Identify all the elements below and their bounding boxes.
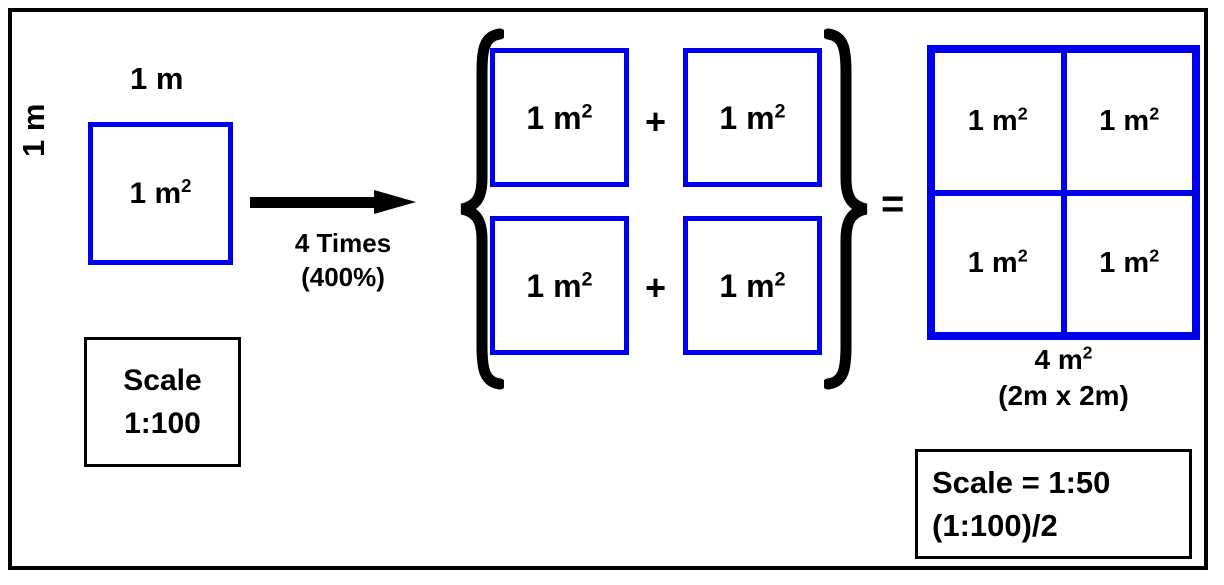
group-square-bottom-right: 1 m2 bbox=[683, 216, 822, 355]
result-cell-bottom-left-label: 1 m2 bbox=[967, 245, 1028, 280]
scale-box-result: Scale = 1:50 (1:100)/2 bbox=[915, 449, 1192, 559]
source-square-value: 1 m bbox=[129, 176, 182, 210]
result-cell-bottom-right-exponent: 2 bbox=[1149, 245, 1160, 266]
result-cell-bottom-left: 1 m2 bbox=[935, 192, 1064, 332]
scale-result-line2: (1:100)/2 bbox=[932, 508, 1058, 543]
diagram-frame: 1 m 1 m 1 m2 4 Times (400%) Scale 1:100 bbox=[8, 8, 1208, 570]
result-cell-top-right: 1 m2 bbox=[1063, 53, 1192, 193]
scale-original-line2: 1:100 bbox=[124, 407, 201, 440]
group-square-top-left: 1 m2 bbox=[490, 48, 629, 187]
group-square-bottom-left-label: 1 m2 bbox=[526, 267, 593, 304]
result-area-value: 4 m bbox=[1034, 344, 1083, 375]
result-cell-top-right-label: 1 m2 bbox=[1099, 104, 1159, 137]
result-cell-top-left-value: 1 m bbox=[967, 104, 1018, 137]
result-cell-bottom-left-value: 1 m bbox=[967, 247, 1018, 280]
source-square: 1 m2 bbox=[88, 122, 233, 265]
group-square-top-left-exponent: 2 bbox=[581, 99, 593, 122]
result-caption: 4 m2 (2m x 2m) bbox=[927, 342, 1200, 415]
group-square-top-left-value: 1 m bbox=[526, 99, 582, 136]
result-grid: 1 m2 1 m2 1 m2 1 m2 bbox=[927, 45, 1200, 340]
result-cell-bottom-right-label: 1 m2 bbox=[1099, 245, 1160, 280]
source-square-label: 1 m2 bbox=[129, 176, 191, 210]
left-curly-brace-icon bbox=[460, 28, 504, 390]
result-cell-bottom-right-value: 1 m bbox=[1099, 247, 1150, 280]
transform-caption: 4 Times (400%) bbox=[258, 227, 428, 295]
group-square-bottom-left: 1 m2 bbox=[490, 216, 629, 355]
result-cell-top-right-value: 1 m bbox=[1099, 104, 1150, 137]
result-area-exponent: 2 bbox=[1082, 342, 1093, 363]
result-cell-bottom-right: 1 m2 bbox=[1063, 192, 1192, 332]
group-square-top-right-value: 1 m bbox=[719, 99, 775, 136]
result-cell-top-right-exponent: 2 bbox=[1149, 103, 1160, 124]
plus-sign-top: + bbox=[645, 101, 667, 142]
source-side-dimension-label: 1 m bbox=[16, 103, 51, 157]
result-cell-top-left: 1 m2 bbox=[935, 53, 1064, 193]
group-square-top-right-label: 1 m2 bbox=[719, 99, 786, 136]
source-top-dimension-label: 1 m bbox=[130, 61, 184, 96]
plus-sign-bottom: + bbox=[645, 267, 667, 308]
group-square-bottom-right-value: 1 m bbox=[719, 267, 775, 304]
group-square-top-right: 1 m2 bbox=[683, 48, 822, 187]
scale-result-line1: Scale = 1:50 bbox=[932, 464, 1111, 500]
result-cell-top-left-exponent: 2 bbox=[1017, 103, 1028, 124]
group-square-top-right-exponent: 2 bbox=[774, 99, 786, 122]
transform-caption-line1: 4 Times bbox=[294, 228, 392, 258]
group-square-bottom-left-value: 1 m bbox=[526, 267, 582, 304]
transform-caption-line2: (400%) bbox=[301, 261, 385, 292]
scale-original-line1: Scale bbox=[123, 363, 202, 397]
result-cell-bottom-left-exponent: 2 bbox=[1017, 245, 1028, 266]
scale-box-original: Scale 1:100 bbox=[84, 337, 241, 467]
result-dimensions-label: (2m x 2m) bbox=[998, 380, 1129, 412]
result-area-label: 4 m2 bbox=[927, 342, 1200, 378]
right-arrow-icon bbox=[250, 190, 416, 214]
group-square-bottom-right-exponent: 2 bbox=[774, 267, 786, 290]
right-curly-brace-icon bbox=[824, 28, 868, 390]
result-cell-top-left-label: 1 m2 bbox=[967, 104, 1028, 137]
source-square-exponent: 2 bbox=[181, 174, 192, 196]
group-square-bottom-right-label: 1 m2 bbox=[719, 267, 786, 304]
equals-sign: = bbox=[881, 182, 905, 226]
group-square-top-left-label: 1 m2 bbox=[526, 99, 593, 136]
group-square-bottom-left-exponent: 2 bbox=[581, 267, 593, 290]
